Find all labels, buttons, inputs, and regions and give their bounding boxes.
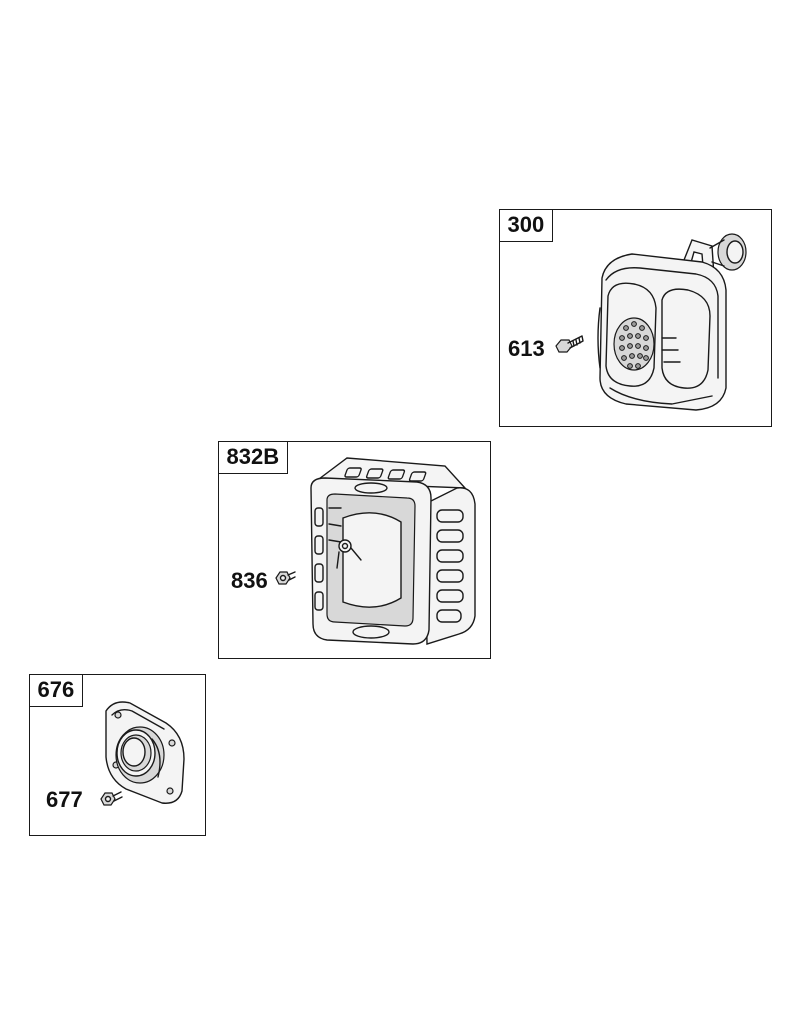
bolt-icon	[275, 571, 296, 585]
part-number-tag[interactable]: 300	[498, 208, 554, 242]
panel-muffler-guard: 832B 836	[217, 440, 491, 659]
callout-label[interactable]: 836	[231, 568, 268, 593]
panel-exhaust-flange: 676 677	[28, 673, 206, 836]
callout-label[interactable]: 677	[46, 787, 83, 812]
muffler-icon	[597, 233, 747, 411]
part-number-tag[interactable]: 676	[28, 673, 84, 707]
exhaust-flange-icon	[105, 701, 185, 804]
callout-label[interactable]: 613	[508, 336, 545, 361]
bolt-icon	[100, 791, 123, 806]
panel-muffler: 300 613	[498, 208, 772, 427]
bolt-icon	[555, 335, 584, 353]
part-number-tag[interactable]: 832B	[217, 440, 289, 474]
muffler-guard-icon	[310, 457, 476, 645]
